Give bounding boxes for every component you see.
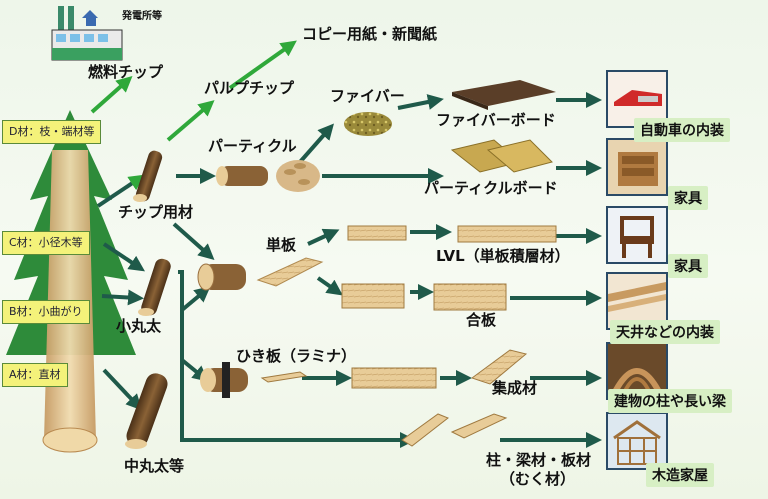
fiber-label: ファイバー bbox=[330, 87, 405, 105]
lvl-label: LVL（単板積層材） bbox=[436, 247, 570, 265]
fiberboard-label: ファイバーボード bbox=[436, 111, 556, 129]
particle-label: パーティクル bbox=[208, 137, 297, 155]
veneer-sheets bbox=[256, 257, 324, 287]
copy-paper-label: コピー用紙・新聞紙 bbox=[302, 25, 438, 43]
tree bbox=[6, 110, 136, 453]
particle-log bbox=[216, 166, 268, 186]
lamina-label: ひき板（ラミナ） bbox=[236, 347, 357, 365]
glulam-beam bbox=[470, 349, 528, 385]
medium-log-label: 中丸太等 bbox=[124, 457, 185, 475]
medium-log bbox=[125, 373, 168, 449]
dest-pillars-beams: 建物の柱や長い梁 bbox=[608, 389, 732, 413]
dest-ceiling-interior: 天井などの内装 bbox=[610, 320, 720, 344]
dest-car-interior: 自動車の内装 bbox=[634, 118, 730, 142]
glulam-label: 集成材 bbox=[492, 379, 538, 397]
particleboard bbox=[450, 139, 553, 173]
plywood-stack bbox=[341, 283, 507, 311]
grade-c-label: C材：小径木等 bbox=[2, 231, 90, 255]
fiber-pile bbox=[344, 112, 392, 136]
solid-wood-label-1: 柱・梁材・板材 bbox=[486, 451, 592, 469]
wooden-house-picture bbox=[606, 412, 668, 470]
chip-log bbox=[133, 150, 163, 202]
chip-log-label: チップ用材 bbox=[118, 203, 194, 221]
factory-icon bbox=[51, 6, 123, 61]
flow-arrows bbox=[90, 40, 602, 448]
fuel-chip-label: 燃料チップ bbox=[88, 63, 164, 81]
power-plant-label: 発電所等 bbox=[122, 11, 162, 22]
grade-a-label: A材：直材 bbox=[2, 363, 68, 387]
dest-furniture-2: 家具 bbox=[668, 254, 708, 278]
dest-furniture-1: 家具 bbox=[668, 186, 708, 210]
solid-wood-label-2: （むく材） bbox=[500, 470, 576, 488]
lvl-stack bbox=[347, 225, 557, 243]
pulp-chip-label: パルプチップ bbox=[204, 79, 295, 97]
solid-timber bbox=[401, 413, 508, 447]
fiberboard bbox=[452, 80, 556, 110]
dest-wooden-house: 木造家屋 bbox=[646, 463, 714, 487]
furniture-picture-2 bbox=[606, 206, 668, 264]
furniture-picture-1 bbox=[606, 138, 668, 196]
particle-pile bbox=[276, 160, 320, 192]
lamina bbox=[260, 367, 437, 389]
grade-d-label: D材：枝・端材等 bbox=[2, 120, 102, 144]
peeling-log bbox=[197, 263, 246, 291]
plywood-label: 合板 bbox=[466, 311, 497, 329]
sawing-log bbox=[200, 362, 248, 398]
grade-b-label: B材：小曲がり bbox=[2, 300, 90, 324]
small-log-label: 小丸太 bbox=[116, 317, 162, 335]
small-log bbox=[138, 258, 171, 316]
veneer-label: 単板 bbox=[266, 236, 297, 254]
particleboard-label: パーティクルボード bbox=[424, 179, 558, 197]
